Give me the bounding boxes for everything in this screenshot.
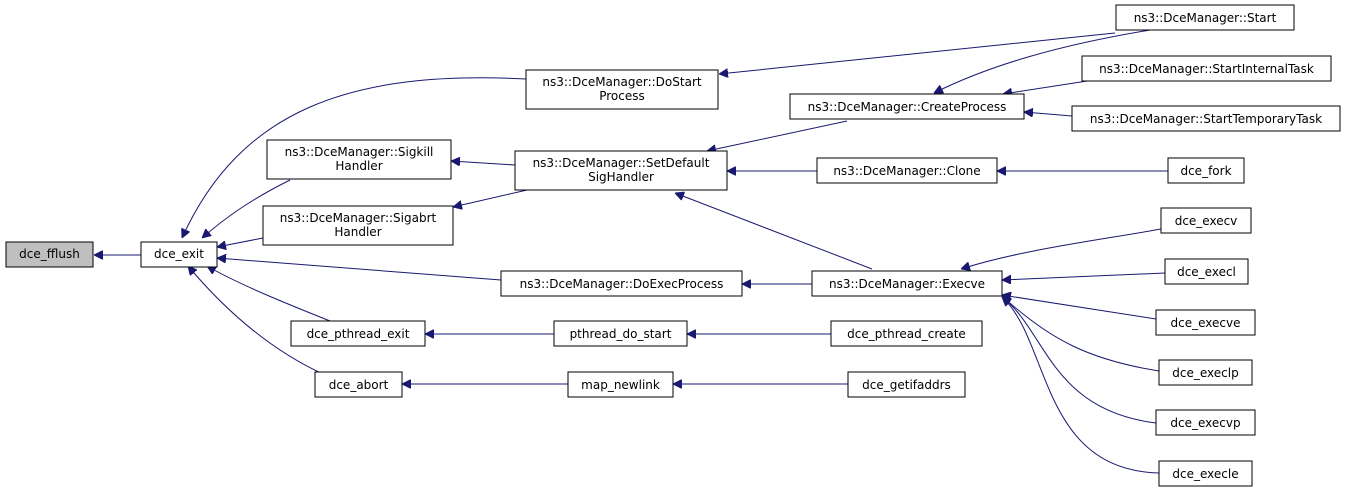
edge-sigkill-handler-to-dce-exit (202, 179, 291, 238)
edge-dce-execl-to-execve (1002, 272, 1166, 280)
node-label: ns3::DceManager::CreateProcess (808, 100, 1007, 114)
node-label: dce_fork (1180, 164, 1231, 178)
edge-dce-execle-to-execve (1002, 297, 1160, 474)
node-label: dce_execl (1177, 265, 1236, 279)
node-label: ns3::DceManager::StartTemporaryTask (1090, 112, 1322, 126)
node-label-line2: Handler (334, 225, 381, 239)
node-dce-exit[interactable]: dce_exit (140, 241, 218, 268)
edge-dce-pthread-exit-to-dce-exit (207, 266, 331, 322)
edge-execve-to-setdefaultsighandler (675, 193, 873, 270)
node-dce-execle[interactable]: dce_execle (1158, 460, 1253, 487)
node-label: ns3::DceManager::DoStart (542, 75, 701, 89)
node-label: dce_execvp (1170, 416, 1240, 430)
edge-setdefaultsighandler-to-sigkill-handler (451, 161, 516, 165)
node-label: dce_getifaddrs (862, 378, 951, 392)
edge-createprocess-to-setdefaultsighandler (707, 120, 848, 151)
node-execve[interactable]: ns3::DceManager::Execve (811, 270, 1003, 297)
node-dce-fork[interactable]: dce_fork (1167, 157, 1245, 184)
edge-sigabrt-handler-to-dce-exit (217, 237, 264, 247)
node-label: map_newlink (581, 378, 660, 392)
node-label: dce_execv (1175, 214, 1238, 228)
node-sigabrt-handler[interactable]: ns3::DceManager::Sigabrt Handler (262, 205, 454, 246)
node-clone[interactable]: ns3::DceManager::Clone (816, 157, 998, 184)
node-label-line2: SigHandler (588, 170, 654, 184)
node-start-internal-task[interactable]: ns3::DceManager::StartInternalTask (1081, 55, 1332, 82)
node-label: pthread_do_start (570, 327, 672, 341)
node-sigkill-handler[interactable]: ns3::DceManager::Sigkill Handler (266, 139, 452, 180)
node-label: dce_execle (1172, 467, 1238, 481)
node-label: ns3::DceManager::DoExecProcess (520, 277, 724, 291)
edge-setdefaultsighandler-to-sigabrt-handler (453, 189, 528, 207)
node-start-temporary-task[interactable]: ns3::DceManager::StartTemporaryTask (1071, 105, 1341, 132)
node-label: ns3::DceManager::Execve (829, 277, 985, 291)
edge-start-to-createprocess (934, 29, 1151, 93)
node-map-newlink[interactable]: map_newlink (567, 371, 674, 398)
node-dce-fflush[interactable]: dce_fflush (5, 241, 94, 268)
node-label: ns3::DceManager::StartInternalTask (1099, 62, 1314, 76)
node-dce-pthread-exit[interactable]: dce_pthread_exit (290, 320, 426, 347)
edge-dce-execve-to-execve (1002, 295, 1157, 320)
edge-start-temporary-task-to-createprocess (1024, 112, 1073, 116)
node-dce-execl[interactable]: dce_execl (1164, 258, 1249, 285)
node-dostartprocess[interactable]: ns3::DceManager::DoStart Process (525, 69, 719, 110)
node-start[interactable]: ns3::DceManager::Start (1115, 4, 1295, 31)
node-label: ns3::DceManager::Start (1134, 11, 1277, 25)
node-label: dce_abort (329, 378, 389, 392)
node-createprocess[interactable]: ns3::DceManager::CreateProcess (789, 93, 1025, 120)
node-label: dce_execlp (1172, 366, 1238, 380)
edge-dce-execvp-to-execve (1002, 297, 1157, 424)
node-label: dce_execve (1171, 316, 1241, 330)
node-label: dce_pthread_create (847, 327, 966, 341)
node-label-line2: Handler (335, 159, 382, 173)
edge-dce-execlp-to-execve (1002, 296, 1160, 372)
node-label-line2: Process (599, 89, 645, 103)
node-setdefaultsighandler[interactable]: ns3::DceManager::SetDefault SigHandler (514, 150, 728, 191)
node-label: dce_exit (154, 247, 204, 261)
edge-doexecprocess-to-dce-exit (217, 258, 502, 281)
node-pthread-do-start[interactable]: pthread_do_start (553, 320, 688, 347)
node-dce-execve[interactable]: dce_execve (1155, 309, 1256, 336)
node-dce-pthread-create[interactable]: dce_pthread_create (830, 320, 983, 347)
node-dce-execlp[interactable]: dce_execlp (1158, 359, 1253, 386)
node-label: ns3::DceManager::Sigkill (285, 145, 434, 159)
node-doexecprocess[interactable]: ns3::DceManager::DoExecProcess (500, 270, 743, 297)
node-dce-execv[interactable]: dce_execv (1160, 207, 1252, 234)
node-label: dce_pthread_exit (307, 327, 410, 341)
edge-dce-abort-to-dce-exit (188, 266, 326, 376)
node-label: ns3::DceManager::SetDefault (533, 156, 710, 170)
node-label: ns3::DceManager::Sigabrt (280, 211, 437, 225)
edge-dce-execv-to-execve (961, 228, 1162, 269)
edge-createprocess-to-dostartprocess (719, 32, 1116, 74)
node-dce-abort[interactable]: dce_abort (314, 371, 403, 398)
edge-dostartprocess-to-dce-exit (182, 77, 527, 238)
node-dce-getifaddrs[interactable]: dce_getifaddrs (847, 371, 966, 398)
node-label: dce_fflush (19, 247, 80, 261)
node-label: ns3::DceManager::Clone (833, 164, 980, 178)
node-dce-execvp[interactable]: dce_execvp (1155, 409, 1256, 436)
